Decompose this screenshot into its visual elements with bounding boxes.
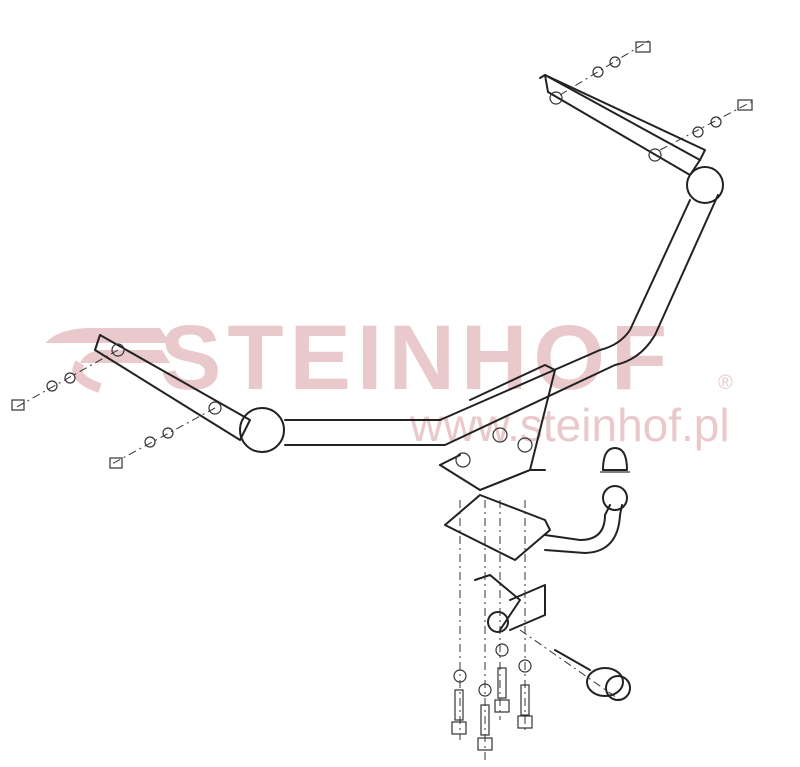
steinhof-swoosh-logo-icon <box>45 328 170 393</box>
socket-bracket <box>474 574 546 633</box>
right-upper-fasteners <box>559 39 756 151</box>
registered-mark: ® <box>718 372 733 394</box>
center-bracket <box>439 364 556 491</box>
left-fasteners <box>11 349 216 469</box>
left-mounting-arm <box>94 334 251 441</box>
main-crossbar <box>239 194 719 453</box>
electrical-socket <box>519 629 631 701</box>
right-mounting-arm <box>539 74 724 204</box>
bottom-fasteners <box>451 500 533 760</box>
ball-mount <box>444 447 630 561</box>
